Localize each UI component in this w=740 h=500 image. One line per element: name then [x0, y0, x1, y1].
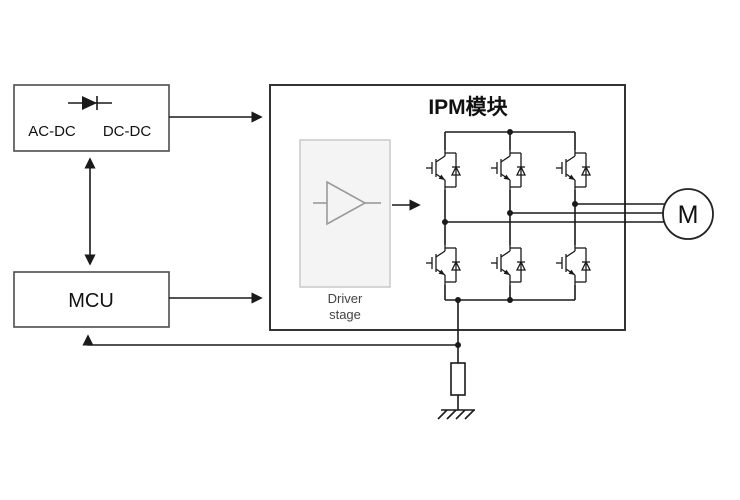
mcu-label: MCU [68, 290, 114, 312]
connection-arrows [82, 111, 458, 346]
shunt-resistor-icon [450, 362, 466, 396]
inverter-bridge [425, 129, 591, 303]
dc-bus-return [437, 300, 475, 420]
earth-ground-icon [437, 409, 475, 420]
power-supply-block: AC-DC DC-DC [13, 84, 170, 152]
driver-stage-label-line1: Driver [328, 291, 363, 306]
ipm-module-block: IPM模块 Driver stage [269, 84, 626, 331]
power-supply-box [13, 84, 170, 152]
current-feedback-to-mcu-arrow [82, 334, 458, 346]
phase-output-lines [445, 203, 666, 223]
motor-label: M [678, 201, 699, 229]
mcu-box [13, 271, 170, 328]
acdc-label: AC-DC [28, 123, 76, 140]
dcdc-label: DC-DC [103, 123, 151, 140]
driver-stage-label-line2: stage [329, 307, 361, 322]
motor-circle [662, 188, 714, 240]
mcu-block: MCU [13, 271, 170, 328]
buffer-triangle-icon [313, 180, 381, 226]
ipm-title: IPM模块 [428, 95, 508, 119]
diode-icon [68, 96, 112, 110]
motor-icon: M [662, 188, 714, 240]
driver-stage-block: Driver stage [299, 139, 391, 322]
